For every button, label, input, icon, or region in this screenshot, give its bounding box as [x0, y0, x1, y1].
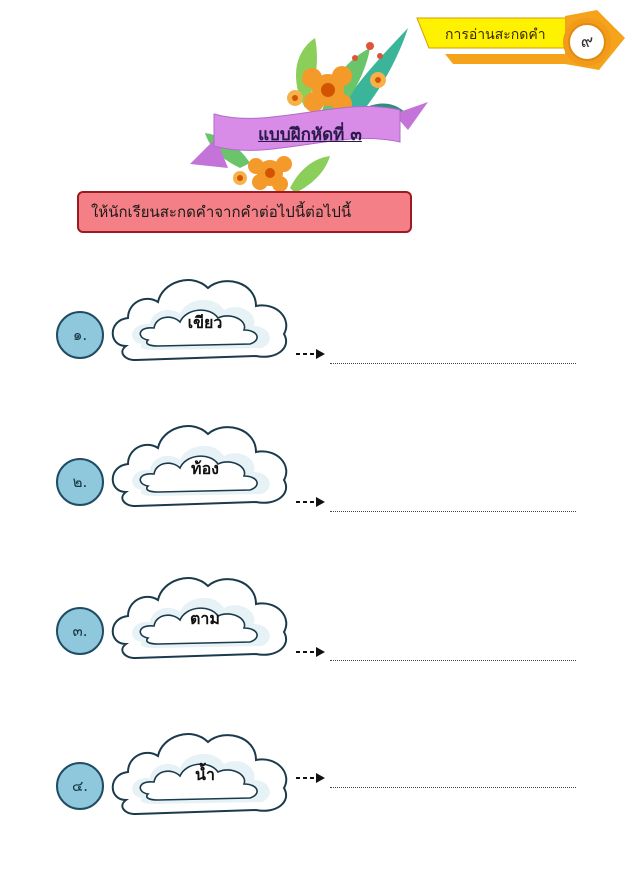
item-number-1: ๑. [56, 311, 104, 359]
header-topic-label: การอ่านสะกดคำ [445, 27, 546, 43]
page-number: ๙ [580, 32, 594, 52]
item-number-2: ๒. [56, 458, 104, 506]
instruction-box: ให้นักเรียนสะกดคำจากคำต่อไปนี้ต่อไปนี้ [77, 191, 412, 233]
arrow-icon [296, 772, 326, 784]
arrow-icon [296, 496, 326, 508]
item-number-3: ๓. [56, 607, 104, 655]
item-number-4: ๔. [56, 762, 104, 810]
exercise-title: แบบฝึกหัดที่ ๓ [258, 125, 362, 145]
answer-line-3[interactable] [330, 660, 576, 661]
arrow-icon [296, 348, 326, 360]
answer-line-2[interactable] [330, 511, 576, 512]
item-word-4: น้ำ [195, 765, 215, 784]
header-tab-graphic [416, 10, 625, 70]
flower-ribbon-decoration [190, 28, 428, 193]
item-word-2: ท้อง [191, 459, 219, 478]
item-word-3: ตาม [190, 609, 220, 628]
answer-line-4[interactable] [330, 787, 576, 788]
arrow-icon [296, 646, 326, 658]
answer-line-1[interactable] [330, 363, 576, 364]
instruction-text: ให้นักเรียนสะกดคำจากคำต่อไปนี้ต่อไปนี้ [91, 203, 352, 221]
item-word-1: เขียว [187, 313, 223, 332]
